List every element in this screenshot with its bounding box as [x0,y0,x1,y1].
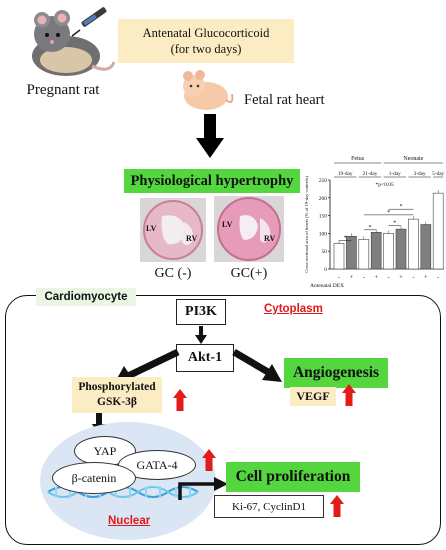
chart-dex-marker: - [388,274,390,281]
treatment-box: Antenatal Glucocorticoid (for two days) [118,19,294,63]
treatment-line2: (for two days) [170,42,242,56]
chart-significance-star: * [400,204,403,210]
chart-y-tick-label: 0 [324,267,327,273]
chart-significance-note: *p<0.05 [375,182,393,188]
akt-box: Akt-1 [176,344,234,372]
chart-y-tick-label: 100 [319,231,328,237]
chart-significance-star: * [344,236,347,242]
expression-arrow [176,474,228,500]
gata4-up-arrow [202,449,216,471]
treated-label: GC(+) [230,266,268,281]
chart-dex-marker: - [338,274,340,281]
chart-dex-marker: - [363,274,365,281]
chart-dex-marker: + [374,274,378,281]
chart-bar [420,224,432,270]
chart-bar [408,218,419,270]
chart-significance-star: * [369,225,372,231]
chart-category-label: 19-day [338,171,353,177]
chart-dex-marker: - [412,274,414,281]
chart-category-label: 3-day [414,171,426,177]
proliferation-box: Cell proliferation [226,462,360,492]
lv-label-control: LV [146,224,157,233]
chart-bar [370,232,382,270]
chart-y-tick-label: 150 [319,214,328,220]
rv-label-treated: RV [264,234,276,243]
chart-dex-marker: + [399,274,403,281]
treatment-line1: Antenatal Glucocorticoid [142,26,270,40]
angiogenesis-box: Angiogenesis [284,358,388,388]
gsk-line1: Phosphorylated [78,381,156,393]
gsk-up-arrow [173,389,187,411]
heart-section-treated: LV RV [214,196,284,262]
gsk-line2: GSK-3β [97,396,137,408]
chart-bar [346,235,357,270]
chart-category-label: 21-day [363,171,378,177]
lv-label-treated: LV [222,220,233,229]
heart-section-control: LV RV [140,198,206,262]
beta-catenin-ellipse: β-catenin [52,462,136,494]
chart-dex-marker: - [437,274,439,281]
chart-dex-marker: + [350,274,354,281]
chart-category-label: 1-day [389,171,401,177]
control-label: GC (-) [154,266,192,281]
chart-bar [432,192,444,270]
chart-y-tick-label: 250 [319,178,328,184]
arrow-pi3k-akt [195,326,207,344]
markers-box: Ki-67, CyclinD1 [214,495,324,518]
chart-significance-star: * [387,210,390,216]
chart-y-tick-label: 200 [319,196,328,202]
chart-y-tick-label: 50 [322,249,328,255]
arrow-akt-angiogenesis [232,348,284,384]
chart-bar [395,228,407,270]
cytoplasm-label: Cytoplasm [264,303,323,315]
hypertrophy-title: Physiological hypertrophy [124,169,300,193]
chart-significance-star: * [393,221,396,227]
chart-bar [333,243,345,270]
pregnant-rat-illustration [22,4,118,80]
chart-category-label: 5-day [432,171,444,177]
vegf-box: VEGF [290,387,336,406]
chart-bar [358,239,370,270]
gsk-box: Phosphorylated GSK-3β [72,377,162,413]
chart-x-axis-label: Antenatal DEX [310,283,344,289]
chart-bar [383,233,394,270]
pregnant-rat-label: Pregnant rat [26,82,100,98]
fetal-heart-label: Fetal rat heart [244,92,325,108]
pi3k-box: PI3K [176,299,226,325]
chart-dex-marker: + [424,274,428,281]
cardiomyocyte-label: Cardiomyocyte [36,288,136,306]
chart-group-header-neonate: Neonate [403,156,423,162]
cell-boundary [5,295,441,545]
nuclear-label: Nuclear [108,515,151,527]
bar-chart: 0 50 100 150 200 250 Cross sectional area of h… [300,150,446,300]
fetal-rat-illustration [176,66,236,112]
rv-label-control: RV [186,234,198,243]
down-arrow-main [196,114,224,158]
chart-group-header-fetus: Fetus [351,156,365,162]
vegf-up-arrow [342,384,356,406]
chart-y-axis-label: Cross sectional area of hearts (% of 19-… [304,176,309,273]
markers-up-arrow [330,495,344,517]
